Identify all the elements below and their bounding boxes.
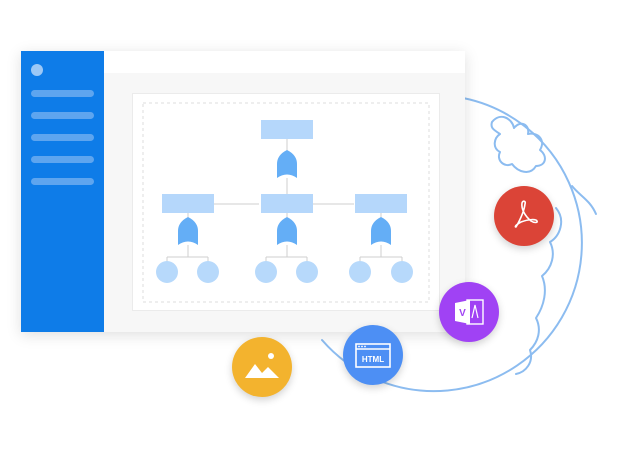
pdf-export-badge[interactable] [494,186,554,246]
basic-event-5 [349,261,371,283]
visio-icon: V [455,299,484,325]
html-label: HTML [362,355,384,364]
sidebar-item-1[interactable] [31,90,94,97]
or-gate-top [277,150,297,178]
continent-africa-outline [515,207,563,375]
sidebar-avatar-dot[interactable] [31,64,43,76]
event-node-left [162,194,214,213]
basic-event-3 [255,261,277,283]
sidebar [21,51,104,332]
image-mountain-icon [245,353,279,378]
event-node-middle [261,194,313,213]
continent-europe-outline [490,115,546,173]
basic-event-1 [156,261,178,283]
sidebar-item-3[interactable] [31,134,94,141]
top-event-node [261,120,313,139]
basic-event-4 [296,261,318,283]
html-browser-icon: HTML [355,343,391,368]
fault-tree-diagram [142,102,430,303]
sidebar-item-5[interactable] [31,178,94,185]
visio-letter: V [459,308,466,319]
html-export-badge[interactable]: HTML [343,325,403,385]
sidebar-item-2[interactable] [31,112,94,119]
sidebar-item-4[interactable] [31,156,94,163]
or-gate-left [178,217,198,245]
toolbar [104,51,465,73]
basic-event-2 [197,261,219,283]
or-gate-right [371,217,391,245]
image-export-badge[interactable] [232,337,292,397]
event-node-right [355,194,407,213]
page-boundary [142,102,430,303]
basic-event-6 [391,261,413,283]
visio-export-badge[interactable]: V [439,282,499,342]
globe-outline [321,97,583,393]
app-window [21,51,465,332]
diagram-canvas[interactable] [132,93,440,311]
pdf-acrobat-icon [514,200,538,228]
or-gate-middle [277,217,297,245]
continent-arabia-outline [571,185,597,215]
